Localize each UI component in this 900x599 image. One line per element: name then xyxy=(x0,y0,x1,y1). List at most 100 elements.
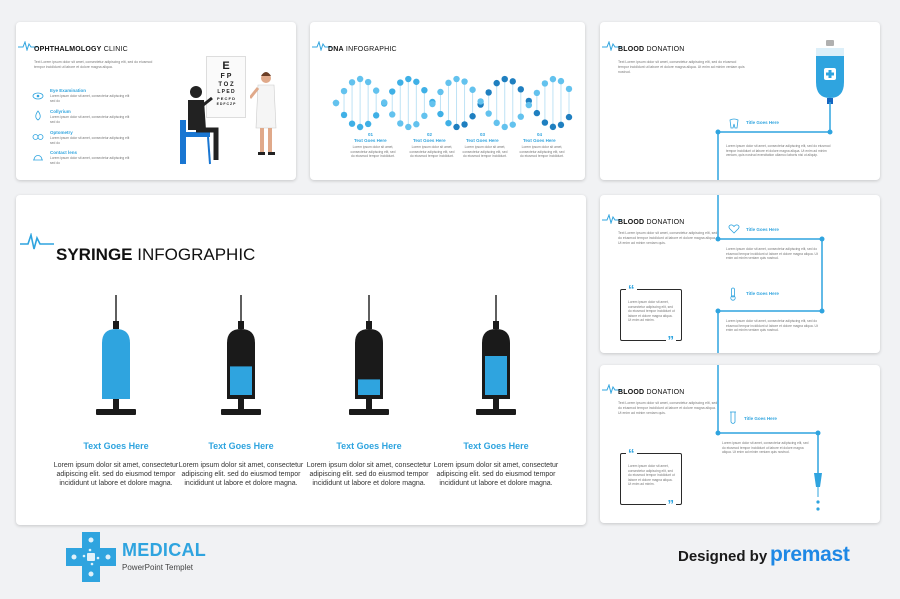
syringe-hub xyxy=(238,321,244,329)
syringe-label: Text Goes Here xyxy=(208,441,274,451)
dna-node xyxy=(356,123,364,131)
dna-node xyxy=(389,111,396,118)
item-text: Lorem ipsum dolor sit amet, consectetur … xyxy=(722,441,809,455)
slide-syringe-infographic[interactable]: SYRINGE INFOGRAPHIC Text Goes Here Lorem… xyxy=(16,195,586,525)
dna-node xyxy=(348,120,356,127)
test-tube-icon xyxy=(730,411,736,424)
dna-node xyxy=(533,109,541,117)
dna-node xyxy=(533,89,541,97)
eye-chart-row: P E C F D xyxy=(217,96,235,101)
slide-title: BLOOD DONATION xyxy=(618,389,685,396)
eye-chart-row: L P E D xyxy=(217,89,235,95)
eye-chart-row: E xyxy=(222,60,230,72)
dna-node xyxy=(469,86,476,93)
syringe-text: Lorem ipsum dolor sit amet, consectetur … xyxy=(53,462,179,487)
item-text: Lorem ipsum dolor sit amet, consectetur … xyxy=(50,115,130,124)
dna-node xyxy=(565,85,573,93)
item-text: Lorem ipsum dolor sit amet, consectetur … xyxy=(50,94,130,103)
dna-node xyxy=(364,120,372,128)
dna-node xyxy=(549,123,557,131)
syringe-text: Lorem ipsum dolor sit amet, consectetur … xyxy=(178,462,304,487)
dna-node xyxy=(381,99,388,106)
item-title: Title Goes Here xyxy=(746,120,779,125)
slide-dna[interactable]: DNA INFOGRAPHIC 01 Text Goes Here Lorem … xyxy=(310,22,585,180)
dna-node xyxy=(429,100,436,108)
quote-open-icon: “ xyxy=(626,282,637,297)
dna-node xyxy=(461,121,468,128)
intro-text: Text Lorem ipsum dolor sit amet, consect… xyxy=(618,60,745,74)
syringe-icon xyxy=(476,295,516,415)
pulse-icon xyxy=(602,41,622,51)
column-title: Text Goes Here xyxy=(354,138,387,143)
column-text: Lorem ipsum dolor sit amet, consectetur … xyxy=(519,145,565,159)
slide-blood-donation-timeline[interactable]: BLOOD DONATION Text Lorem ipsum dolor si… xyxy=(600,195,880,353)
dna-node xyxy=(493,119,500,127)
dna-node xyxy=(509,78,516,85)
dna-node xyxy=(372,112,380,119)
dna-node xyxy=(340,87,348,95)
dna-node xyxy=(372,87,380,94)
syringe-plunger-base xyxy=(349,409,389,415)
dna-node xyxy=(485,89,492,96)
quote-box: “ Lorem ipsum dolor sit amet, consectetu… xyxy=(620,447,682,511)
eye-chart-row: F P xyxy=(220,73,232,80)
column-number: 02 xyxy=(427,132,433,137)
column-number: 04 xyxy=(537,132,543,137)
dna-node xyxy=(509,121,516,128)
timeline-line xyxy=(715,195,825,353)
column-text: Lorem ipsum dolor sit amet, consectetur … xyxy=(462,145,508,159)
dna-node xyxy=(517,86,524,93)
column-title: Text Goes Here xyxy=(413,138,446,143)
dna-node xyxy=(445,119,452,127)
eye-chart: E F P T O Z L P E D P E C F D E D F C Z … xyxy=(206,56,246,118)
iv-bag-icon xyxy=(816,40,844,104)
dna-node xyxy=(469,113,476,120)
syringe-plunger-rod xyxy=(238,399,244,409)
syringe-label: Text Goes Here xyxy=(336,441,402,451)
dna-node xyxy=(405,123,412,131)
item-text: Lorem ipsum dolor sit amet, consectetur … xyxy=(50,156,130,165)
pulse-icon xyxy=(602,214,622,224)
dna-node xyxy=(549,75,557,83)
collyrium-icon xyxy=(35,110,41,121)
optometry-icon xyxy=(32,134,44,140)
dna-node xyxy=(485,110,492,117)
slide-blood-donation-drip[interactable]: BLOOD DONATION Text Lorem ipsum dolor si… xyxy=(600,365,880,523)
item-title: Collyrium xyxy=(50,109,71,114)
syringe-label: Text Goes Here xyxy=(83,441,149,451)
column-text: Lorem ipsum dolor sit amet, consectetur … xyxy=(350,145,396,159)
doctor-illustration xyxy=(250,72,277,155)
dna-node xyxy=(364,78,372,86)
pulse-icon xyxy=(18,41,38,51)
dna-node xyxy=(413,121,420,128)
item-title: Contact lens xyxy=(50,150,78,155)
slide-title: DNA INFOGRAPHIC xyxy=(328,46,397,53)
quote-text: Lorem ipsum dolor sit amet, consectetur … xyxy=(628,300,675,323)
dna-node xyxy=(405,75,412,83)
slide-ophthalmology[interactable]: OPHTHALMOLOGY CLINIC Text Lorem ipsum do… xyxy=(16,22,296,180)
premast-logo[interactable]: premast xyxy=(770,543,850,566)
dna-node xyxy=(421,86,428,94)
syringe-liquid xyxy=(358,379,380,395)
syringe-plunger-rod xyxy=(113,399,119,409)
dna-node xyxy=(517,113,524,120)
syringe-icon xyxy=(349,295,389,415)
dna-node xyxy=(437,110,444,118)
syringe-plunger-rod xyxy=(493,399,499,409)
syringe-liquid xyxy=(485,356,507,395)
thermometer-icon xyxy=(730,287,736,301)
pulse-icon xyxy=(602,384,622,394)
column-number: 03 xyxy=(480,132,486,137)
slide-title: BLOOD DONATION xyxy=(618,46,685,53)
item-title: Eye Examination xyxy=(50,88,87,93)
item-text: Lorem ipsum dolor sit amet, consectetur … xyxy=(50,136,130,145)
syringe-hub xyxy=(113,321,119,329)
syringe-text: Lorem ipsum dolor sit amet, consectetur … xyxy=(433,462,559,487)
item-title: Optometry xyxy=(50,130,73,135)
syringe-icon xyxy=(221,295,261,415)
dna-node xyxy=(477,98,484,105)
slide-blood-donation-iv[interactable]: BLOOD DONATION Text Lorem ipsum dolor si… xyxy=(600,22,880,180)
dna-node xyxy=(541,80,549,87)
patient-illustration xyxy=(180,86,219,165)
slide-title: SYRINGE INFOGRAPHIC xyxy=(56,245,256,264)
